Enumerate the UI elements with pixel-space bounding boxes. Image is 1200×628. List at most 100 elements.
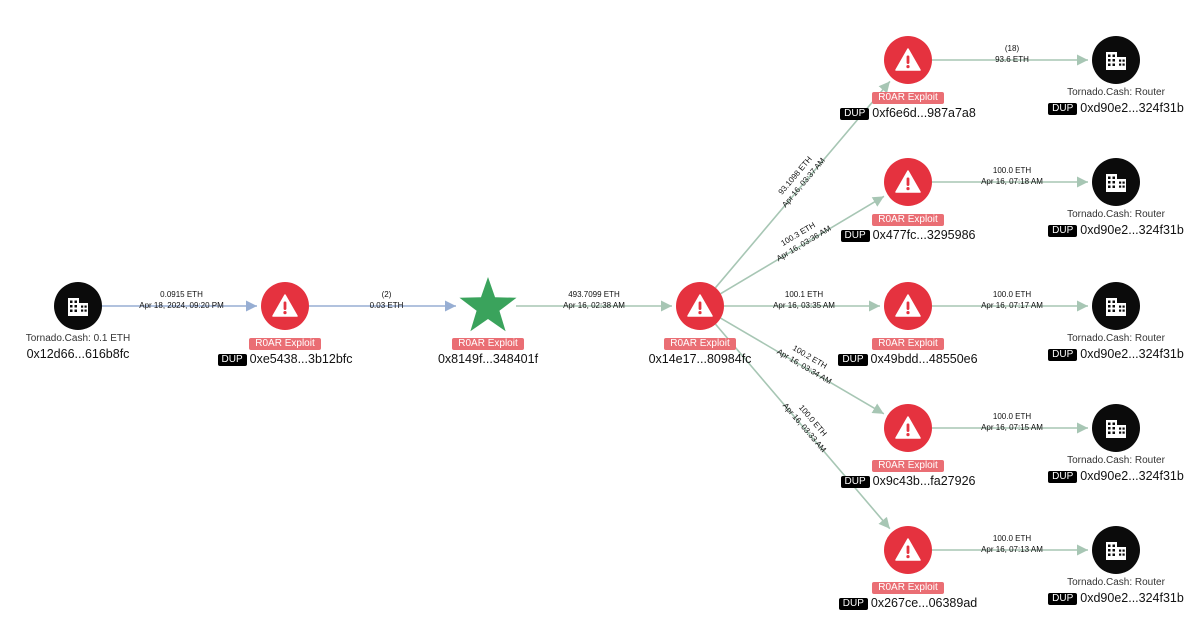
- warning-icon[interactable]: [884, 36, 932, 84]
- entity-name: Tornado.Cash: Router: [1067, 577, 1165, 588]
- dup-badge: DUP: [1048, 471, 1078, 483]
- node-address[interactable]: 0x267ce...06389ad: [870, 596, 978, 610]
- entity-tag: R0AR Exploit: [872, 338, 944, 350]
- address-row: 0x12d66...616b8fc: [0, 348, 198, 361]
- entity-tag: R0AR Exploit: [872, 582, 944, 594]
- edge-detail: Apr 18, 2024, 09:20 PM: [139, 301, 224, 310]
- dup-badge: DUP: [1048, 225, 1078, 237]
- edge-n3-n8[interactable]: [714, 323, 891, 530]
- entity-tag: R0AR Exploit: [872, 214, 944, 226]
- warning-icon[interactable]: [884, 282, 932, 330]
- edge-detail: Apr 16, 07:18 AM: [981, 177, 1043, 186]
- dup-badge: DUP: [838, 354, 868, 366]
- node-address[interactable]: 0xf6e6d...987a7a8: [872, 106, 976, 120]
- edge-n3-n5[interactable]: [720, 195, 885, 295]
- warning-icon[interactable]: [884, 158, 932, 206]
- edge-detail: Apr 16, 07:15 AM: [981, 423, 1043, 432]
- dup-badge: DUP: [840, 476, 870, 488]
- dup-badge: DUP: [1048, 349, 1078, 361]
- edge-amount: 493.7099 ETH: [568, 290, 620, 299]
- entity-tag: R0AR Exploit: [452, 338, 524, 350]
- address-row: 0x14e17...80984fc: [580, 353, 820, 366]
- node-address[interactable]: 0x9c43b...fa27926: [872, 474, 976, 488]
- entity-name: Tornado.Cash: Router: [1067, 209, 1165, 220]
- node-meta: Tornado.Cash: 0.1 ETH 0x12d66...616b8fc: [0, 334, 198, 361]
- edge-detail: 93.6 ETH: [995, 55, 1029, 64]
- node-address[interactable]: 0xd90e2...324f31b: [1080, 101, 1184, 115]
- entity-name: Tornado.Cash: Router: [1067, 455, 1165, 466]
- dup-badge: DUP: [838, 598, 868, 610]
- edge-detail: Apr 16, 03:35 AM: [773, 301, 835, 310]
- dup-badge: DUP: [1048, 593, 1078, 605]
- node-address[interactable]: 0xe5438...3b12bfc: [249, 352, 353, 366]
- node-address[interactable]: 0xd90e2...324f31b: [1080, 347, 1184, 361]
- entity-tag: R0AR Exploit: [872, 460, 944, 472]
- edge-amount: (2): [382, 290, 392, 299]
- entity-name: Tornado.Cash: Router: [1067, 87, 1165, 98]
- building-icon[interactable]: [1092, 282, 1140, 330]
- building-icon[interactable]: [1092, 404, 1140, 452]
- edge-amount: 100.0 ETH: [993, 534, 1031, 543]
- node-address[interactable]: 0xd90e2...324f31b: [1080, 469, 1184, 483]
- node-meta: R0AR Exploit 0x8149f...348401f: [368, 334, 608, 366]
- node-address[interactable]: 0x14e17...80984fc: [648, 352, 752, 366]
- node-address[interactable]: 0x49bdd...48550e6: [870, 352, 978, 366]
- entity-name: Tornado.Cash: Router: [1067, 333, 1165, 344]
- edge-detail: Apr 16, 07:17 AM: [981, 301, 1043, 310]
- edge-amount: 100.0 ETH: [993, 412, 1031, 421]
- edge-label: (18) 93.6 ETH: [995, 44, 1029, 64]
- edge-amount: (18): [1005, 44, 1020, 53]
- node-address[interactable]: 0x12d66...616b8fc: [26, 347, 130, 361]
- building-icon[interactable]: [54, 282, 102, 330]
- warning-icon[interactable]: [676, 282, 724, 330]
- node-address[interactable]: 0xd90e2...324f31b: [1080, 591, 1184, 605]
- node-address[interactable]: 0xd90e2...324f31b: [1080, 223, 1184, 237]
- node-address[interactable]: 0x8149f...348401f: [437, 352, 539, 366]
- edge-label: 100.0 ETH Apr 16, 07:15 AM: [981, 412, 1043, 432]
- dup-badge: DUP: [840, 108, 870, 120]
- entity-name: Tornado.Cash: 0.1 ETH: [25, 333, 131, 344]
- dup-badge: DUP: [217, 354, 247, 366]
- edge-n3-n7[interactable]: [720, 317, 885, 415]
- warning-icon[interactable]: [884, 526, 932, 574]
- address-row: 0x8149f...348401f: [368, 353, 608, 366]
- building-icon[interactable]: [1092, 526, 1140, 574]
- dup-badge: DUP: [840, 230, 870, 242]
- edge-detail: Apr 16, 02:38 AM: [563, 301, 625, 310]
- warning-icon[interactable]: [261, 282, 309, 330]
- edge-detail: 0.03 ETH: [370, 301, 404, 310]
- node-address[interactable]: 0x477fc...3295986: [872, 228, 976, 242]
- warning-icon[interactable]: [884, 404, 932, 452]
- building-icon[interactable]: [1092, 158, 1140, 206]
- building-icon[interactable]: [1092, 36, 1140, 84]
- star-icon[interactable]: [458, 276, 518, 336]
- entity-tag: R0AR Exploit: [872, 92, 944, 104]
